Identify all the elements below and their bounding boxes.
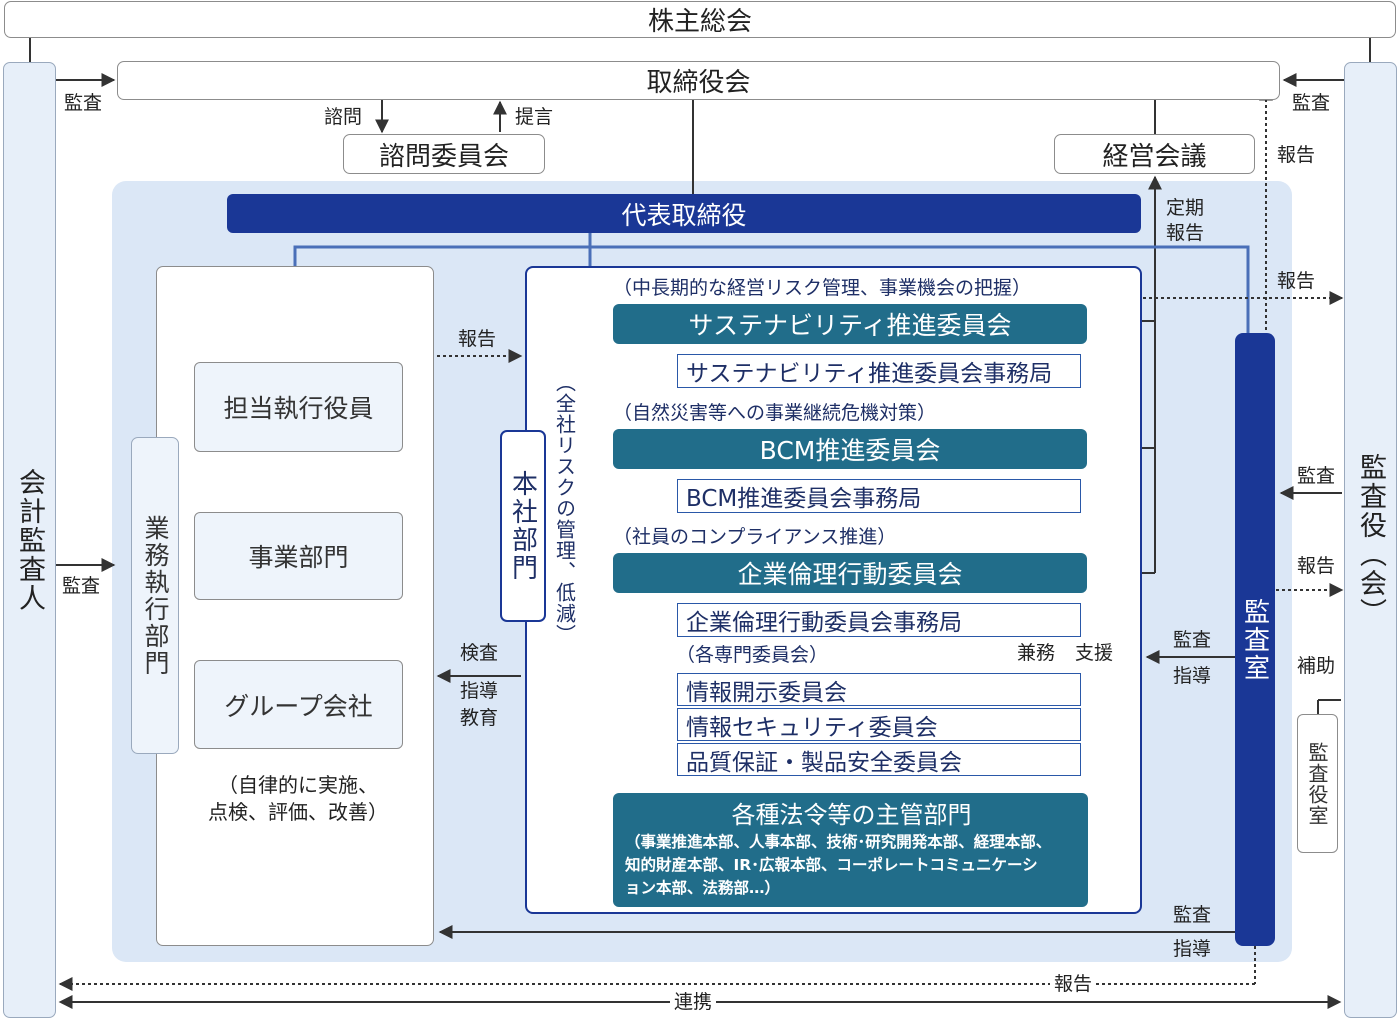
ceo-bar: 代表取締役 [227,194,1141,233]
execution-division-label: 業務執行部門 [141,514,170,677]
label-guidance-to-execution: 指導 [1173,938,1212,960]
label-report-execution-to-hq: 報告 [458,328,497,350]
sustainability-committee-label: サステナビリティ推進委員会 [688,311,1012,340]
execution-division-title: 業務執行部門 [131,437,179,754]
legal-departments-detail-2: 知的財産本部、IR･広報本部、コーポレートコミュニケーシ [625,856,1038,874]
label-audit-accounting: 監査 [62,575,101,597]
group-companies-label: グループ会社 [224,691,373,721]
label-support: 支援 [1075,642,1114,664]
label-inquiry: 諮問 [324,106,363,128]
hq-vertical-note: （全社リスクの管理、低減） [548,372,582,692]
management-meeting-label: 経営会議 [1102,141,1207,172]
board-box: 取締役会 [117,61,1280,100]
label-periodic-report-line-1: 定期 [1166,197,1205,219]
audit-office-label: 監査室 [1239,597,1270,682]
legal-departments-detail-1: （事業推進本部、人事本部、技術･研究開発本部、経理本部、 [625,833,1052,851]
label-audit-to-hq: 監査 [1173,629,1212,651]
execution-note: （自律的に実施、 点検、評価、改善） [180,772,416,826]
disclosure-committee-label: 情報開示委員会 [686,679,847,706]
auditors-office-box: 監査役室 [1297,714,1338,853]
quality-safety-committee-label: 品質保証・製品安全委員会 [686,749,962,776]
label-audit-to-execution: 監査 [1173,904,1212,926]
info-security-committee-label: 情報セキュリティ委員会 [686,714,938,741]
legal-departments-title: 各種法令等の主管部門 [731,801,972,829]
business-division-label: 事業部門 [248,543,349,572]
executive-officer-label: 担当執行役員 [223,394,374,423]
bcm-secretariat-label: BCM推進委員会事務局 [686,486,922,512]
hq-vertical-note-label: （全社リスクの管理、低減） [552,372,577,645]
sustainability-note: （中長期的な経営リスク管理、事業機会の把握） [613,277,1032,299]
audit-board-column: 監査役（会） [1344,62,1397,1018]
sustainability-secretariat-box: サステナビリティ推進委員会事務局 [677,354,1081,388]
board-label: 取締役会 [646,68,751,98]
bcm-committee-box: BCM推進委員会 [613,429,1087,469]
label-report-audit-office-up: 報告 [1277,144,1316,166]
label-audit-board-left: 監査 [64,92,103,114]
label-audit-board-right: 監査 [1292,92,1331,114]
auditors-office-label: 監査役室 [1305,741,1329,826]
label-report-bottom: 報告 [1050,975,1097,994]
label-periodic-report-line-2: 報告 [1166,222,1205,244]
hq-title-box: 本社部門 [500,430,546,622]
execution-note-line-1: （自律的に実施、 [218,773,378,797]
label-guidance-to-hq: 指導 [1173,665,1212,687]
ethics-committee-label: 企業倫理行動委員会 [737,560,963,589]
hq-title-label: 本社部門 [507,470,538,582]
label-report-to-board: 報告 [1297,555,1336,577]
ethics-secretariat-box: 企業倫理行動委員会事務局 [677,603,1081,637]
legal-departments-detail-3: ョン本部、法務部…） [625,879,781,897]
ceo-label: 代表取締役 [621,200,747,230]
bcm-committee-label: BCM推進委員会 [759,436,941,465]
bcm-secretariat-box: BCM推進委員会事務局 [677,479,1081,513]
label-guidance-hq: 指導 [460,680,499,702]
label-assist: 補助 [1297,655,1336,677]
label-concurrent: 兼務 [1017,642,1056,664]
ethics-committee-box: 企業倫理行動委員会 [613,553,1087,593]
accounting-auditor-label: 会計監査人 [14,467,45,613]
shareholders-meeting-box: 株主総会 [4,1,1396,38]
disclosure-committee-box: 情報開示委員会 [677,673,1081,706]
advisory-committee-label: 諮問委員会 [378,141,509,172]
specialist-committees-note: （各専門委員会） [676,644,829,666]
advisory-committee-box: 諮問委員会 [343,134,545,174]
label-periodic-report: 定期 報告 [1166,196,1204,246]
label-report-hq-to-board: 報告 [1277,270,1316,292]
bcm-note: （自然災害等への事業継続危機対策） [613,402,937,424]
shareholders-meeting-label: 株主総会 [647,7,752,37]
info-security-committee-box: 情報セキュリティ委員会 [677,708,1081,741]
label-proposal: 提言 [515,106,554,128]
execution-note-line-2: 点検、評価、改善） [208,800,388,824]
management-meeting-box: 経営会議 [1054,134,1255,174]
sustainability-committee-box: サステナビリティ推進委員会 [613,304,1087,344]
label-audit-from-board: 監査 [1297,465,1336,487]
executive-officer-box: 担当執行役員 [194,362,403,452]
ethics-note: （社員のコンプライアンス推進） [613,526,897,548]
ethics-secretariat-label: 企業倫理行動委員会事務局 [686,610,962,636]
group-companies-box: グループ会社 [194,660,403,749]
business-division-box: 事業部門 [194,512,403,600]
audit-board-label: 監査役（会） [1355,453,1386,627]
audit-office-bar: 監査室 [1235,333,1275,946]
accounting-auditor-column: 会計監査人 [3,62,56,1018]
label-inspection: 検査 [460,642,499,664]
label-education: 教育 [460,707,499,729]
label-cooperation: 連携 [670,993,717,1012]
sustainability-secretariat-label: サステナビリティ推進委員会事務局 [686,361,1053,387]
legal-departments-box: 各種法令等の主管部門 （事業推進本部、人事本部、技術･研究開発本部、経理本部、 … [613,793,1088,907]
quality-safety-committee-box: 品質保証・製品安全委員会 [677,743,1081,776]
